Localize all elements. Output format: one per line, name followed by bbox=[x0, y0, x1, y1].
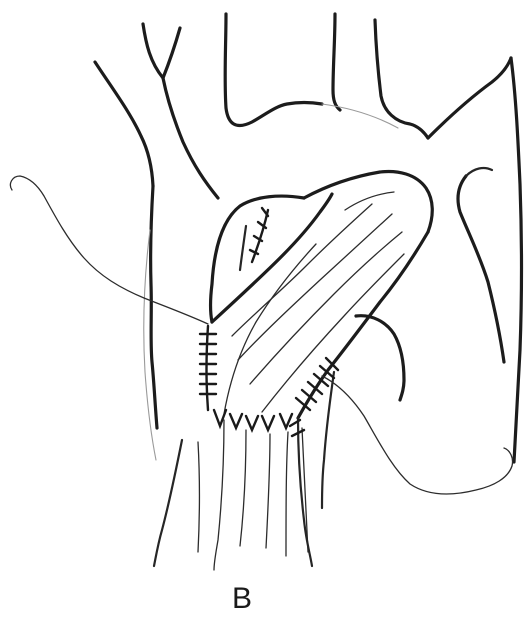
left-common-carotid-right-wall bbox=[333, 14, 340, 110]
ascending-aorta bbox=[144, 186, 200, 566]
stay-suture-right bbox=[322, 376, 513, 494]
ascending-aorta-left-wall bbox=[151, 186, 157, 428]
suture-line-bottom bbox=[214, 410, 292, 430]
pulmonary-trunk-lower bbox=[322, 372, 334, 508]
stay-suture-left-thread bbox=[10, 176, 208, 324]
brachiocephalic-trunk-inner bbox=[163, 78, 218, 198]
suture-line-left bbox=[200, 326, 216, 410]
aortic-arch bbox=[95, 14, 511, 198]
ascending-aorta-lower-left-inner bbox=[198, 442, 200, 552]
pericardial-patch-graft bbox=[211, 172, 433, 570]
trunk-fiber bbox=[240, 430, 246, 546]
patch-fiber bbox=[250, 232, 402, 384]
descending-aorta-hook bbox=[466, 168, 492, 176]
descending-aorta-outer bbox=[511, 58, 522, 462]
descending-aorta bbox=[458, 58, 522, 462]
patch-fiber bbox=[262, 254, 404, 412]
brachiocephalic-trunk-fork bbox=[143, 24, 180, 78]
patch-fiber bbox=[232, 204, 372, 336]
trunk-fiber bbox=[286, 432, 288, 556]
pulmonary-trunk-upper bbox=[356, 316, 404, 400]
trunk-fiber bbox=[266, 434, 270, 548]
pulmonary-trunk bbox=[322, 316, 404, 508]
panel-label: B bbox=[232, 584, 252, 614]
patch-top-edge bbox=[304, 172, 432, 232]
left-subclavian-right-wall bbox=[428, 58, 511, 138]
ascending-aorta-lower-left bbox=[154, 440, 182, 566]
stay-suture-left bbox=[10, 176, 208, 324]
descending-aorta-inner bbox=[458, 176, 504, 362]
stay-suture-right-thread bbox=[322, 376, 513, 494]
patch-outer-left bbox=[211, 196, 305, 322]
patch-fiber bbox=[345, 192, 394, 210]
patch-fold bbox=[240, 226, 246, 270]
brachiocephalic-trunk-outer bbox=[95, 62, 153, 186]
trunk-fiber bbox=[214, 420, 224, 570]
suture-line-top bbox=[250, 208, 268, 262]
left-common-carotid bbox=[225, 14, 322, 126]
